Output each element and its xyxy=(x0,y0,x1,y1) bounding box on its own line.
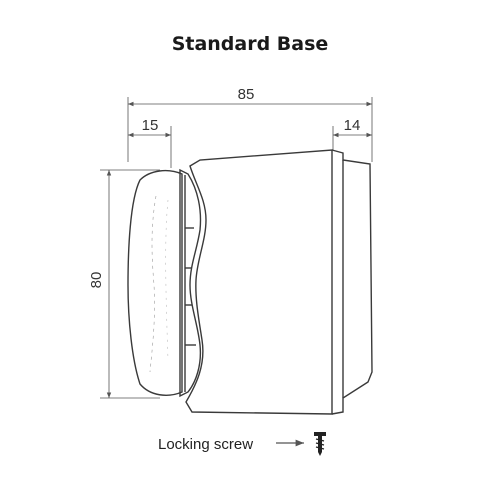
front-dome xyxy=(127,169,183,396)
dimension-label-14: 14 xyxy=(344,117,361,134)
rear-plate xyxy=(331,149,373,415)
dimension-height: 80 xyxy=(88,169,160,399)
housing-body xyxy=(185,149,333,415)
dimension-label-15: 15 xyxy=(142,117,159,134)
locking-screw-label: Locking screw xyxy=(158,436,253,453)
screw-icon xyxy=(314,432,326,456)
dimension-label-85: 85 xyxy=(238,86,255,103)
front-collar xyxy=(179,168,202,398)
dimension-left-depth: 15 xyxy=(128,117,172,168)
dimension-right-depth: 14 xyxy=(332,117,372,150)
locking-screw-note: Locking screw xyxy=(158,432,326,456)
dimension-label-80: 80 xyxy=(88,272,105,289)
product-side-view xyxy=(127,149,373,415)
page-title: Standard Base xyxy=(172,33,329,55)
dimension-overall-width: 85 xyxy=(127,86,373,162)
